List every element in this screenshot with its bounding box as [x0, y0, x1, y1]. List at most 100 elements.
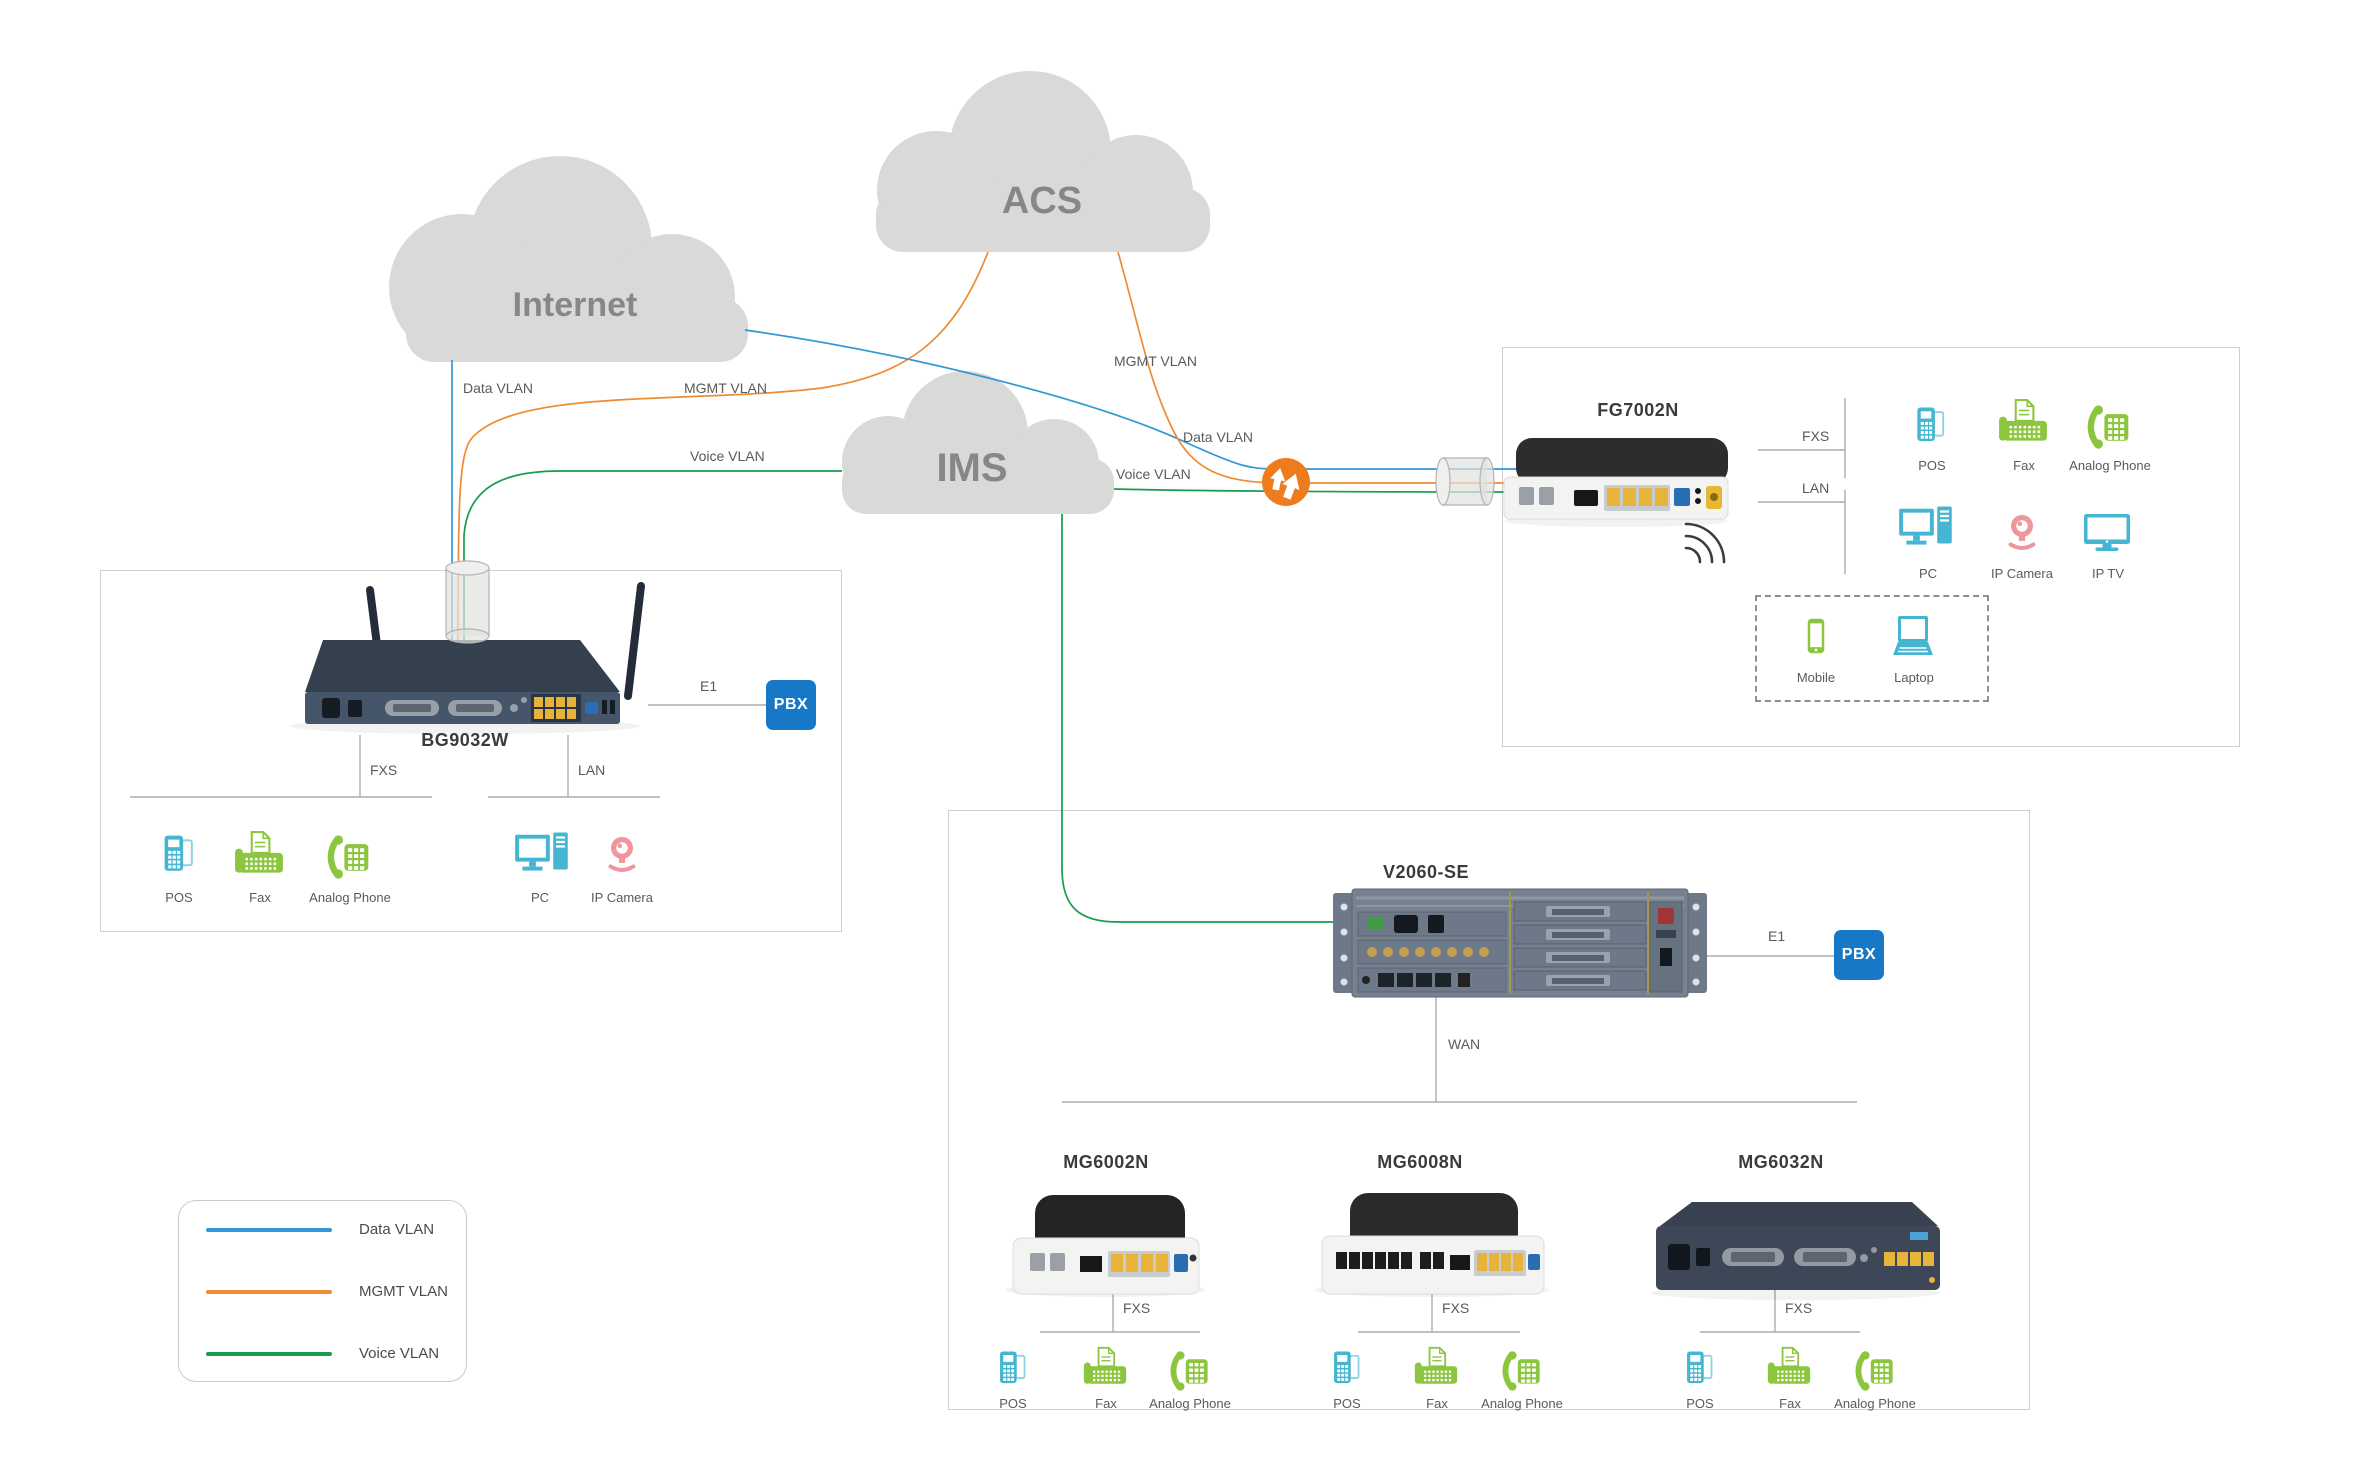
fg-analog-phone-label: Analog Phone — [2069, 458, 2151, 473]
bg-analog-phone-label: Analog Phone — [309, 890, 391, 905]
v2060-pbx-box: PBX — [1834, 930, 1884, 980]
voice-vlan-swatch — [206, 1352, 332, 1356]
mg6008n-fxs-label: FXS — [1442, 1300, 1470, 1316]
ip-tv-icon — [2084, 514, 2130, 551]
pipe-cylinder-icon — [445, 560, 490, 644]
mg6008n-title: MG6008N — [1377, 1152, 1463, 1172]
fg7002n-panel — [1502, 347, 2240, 747]
mgmt-vlan-swatch — [206, 1290, 332, 1294]
voice-vlan-label-right: Voice VLAN — [1116, 466, 1191, 482]
legend-voice-label: Voice VLAN — [359, 1345, 440, 1362]
bg-fxs-label: FXS — [370, 762, 398, 778]
pos-terminal-icon — [163, 834, 194, 873]
ip-camera-icon — [611, 837, 634, 870]
data-vlan-label-right: Data VLAN — [1183, 429, 1254, 445]
mgmt-vlan-link-left — [457, 251, 989, 643]
mobile-phone-icon — [1807, 618, 1825, 654]
legend-mgmt-label: MGMT VLAN — [359, 1283, 448, 1300]
wireless-clients-box — [1755, 595, 1989, 702]
laptop-icon — [1892, 615, 1934, 656]
mg6008n-analog-phone-label: Analog Phone — [1481, 1396, 1563, 1411]
ims-cloud-label: IMS — [936, 446, 1008, 490]
mgmt-vlan-label-right: MGMT VLAN — [1114, 353, 1197, 369]
internet-cloud-label: Internet — [512, 286, 638, 324]
bg-pos-label: POS — [165, 890, 193, 905]
mg6032n-fxs-branch — [1700, 1288, 1860, 1333]
vlan-legend: Data VLAN MGMT VLAN Voice VLAN — [178, 1200, 467, 1382]
analog-phone-icon — [331, 835, 368, 878]
wan-label: WAN — [1448, 1036, 1481, 1052]
voice-vlan-label-left: Voice VLAN — [690, 448, 765, 464]
bg-lan-branch — [488, 735, 660, 798]
fg-fxs-branch — [1758, 398, 1846, 478]
fg-mobile-label: Mobile — [1796, 670, 1836, 685]
pos-terminal-icon — [1685, 1350, 1713, 1385]
fax-machine-icon — [233, 830, 285, 874]
mg6032n-pos-label: POS — [1686, 1396, 1714, 1411]
mg6032n-analog-phone-label: Analog Phone — [1834, 1396, 1916, 1411]
bg-fax-label: Fax — [249, 890, 271, 905]
analog-phone-icon — [1173, 1351, 1207, 1390]
ip-camera-icon — [2011, 515, 2034, 548]
mg6002n-fxs-branch — [1040, 1288, 1200, 1333]
fax-machine-icon — [1997, 398, 2049, 442]
legend-row-voice: Voice VLAN — [179, 1345, 466, 1363]
bg-fxs-branch — [130, 735, 432, 798]
gateways-panel — [948, 810, 2030, 1410]
mg6032n-fxs-label: FXS — [1785, 1300, 1813, 1316]
data-vlan-label-left: Data VLAN — [463, 380, 534, 396]
fg-laptop-label: Laptop — [1894, 670, 1934, 685]
mg6002n-fax-label: Fax — [1095, 1396, 1117, 1411]
mg6032n-fax-label: Fax — [1779, 1396, 1801, 1411]
mg6032n-title: MG6032N — [1738, 1152, 1824, 1172]
mg6008n-fxs-branch — [1358, 1288, 1520, 1333]
v2060se-title: V2060-SE — [1382, 862, 1470, 882]
bg-ip-camera-label: IP Camera — [591, 890, 653, 905]
fax-machine-icon — [1766, 1346, 1812, 1385]
bg-pbx-box: PBX — [766, 680, 816, 730]
voice-vlan-link-v2060 — [1061, 514, 1333, 923]
legend-row-mgmt: MGMT VLAN — [179, 1283, 466, 1301]
analog-phone-icon — [1505, 1351, 1539, 1390]
legend-data-label: Data VLAN — [359, 1221, 435, 1238]
fg-fxs-label: FXS — [1802, 428, 1830, 444]
mg6008n-pos-label: POS — [1333, 1396, 1361, 1411]
fg-pc-label: PC — [1918, 566, 1938, 581]
fg-ip-camera-label: IP Camera — [1991, 566, 2053, 581]
fg-lan-label: LAN — [1802, 480, 1830, 496]
mg6002n-title: MG6002N — [1063, 1152, 1149, 1172]
analog-phone-icon — [2091, 405, 2128, 448]
data-vlan-swatch — [206, 1228, 332, 1232]
data-vlan-link-right — [744, 329, 1517, 470]
v2060-e1-label: E1 — [1768, 928, 1786, 944]
desktop-pc-icon — [1899, 506, 1952, 545]
pos-terminal-icon — [998, 1350, 1026, 1385]
bg-pc-label: PC — [530, 890, 550, 905]
orange-double-arrow-icon — [1262, 458, 1310, 506]
fax-machine-icon — [1082, 1346, 1128, 1385]
mgmt-vlan-link-right — [1117, 251, 1517, 484]
voice-vlan-link-left — [463, 470, 842, 642]
mg6002n-fxs-label: FXS — [1123, 1300, 1151, 1316]
desktop-pc-icon — [515, 832, 568, 871]
fg7002n-title: FG7002N — [1597, 400, 1679, 420]
mg6002n-analog-phone-label: Analog Phone — [1149, 1396, 1231, 1411]
internet-cloud — [389, 156, 748, 362]
acs-cloud — [876, 71, 1210, 252]
mg6008n-device-image — [1314, 1193, 1550, 1297]
fg7002n-device-image — [1503, 438, 1729, 564]
mg6002n-pos-label: POS — [999, 1396, 1027, 1411]
analog-phone-icon — [1858, 1351, 1892, 1390]
bg9032w-title: BG9032W — [421, 730, 509, 750]
mgmt-vlan-label-left: MGMT VLAN — [684, 380, 767, 396]
mg6032n-device-image — [1650, 1202, 1940, 1300]
fg-pos-label: POS — [1918, 458, 1946, 473]
v2060se-device-image — [1333, 888, 1707, 998]
legend-row-data: Data VLAN — [179, 1221, 466, 1239]
bg9032w-device-image — [290, 582, 645, 734]
wan-bus — [1062, 997, 1857, 1103]
ims-cloud — [842, 371, 1114, 514]
pipe-cylinder-icon-horizontal — [1435, 457, 1495, 506]
